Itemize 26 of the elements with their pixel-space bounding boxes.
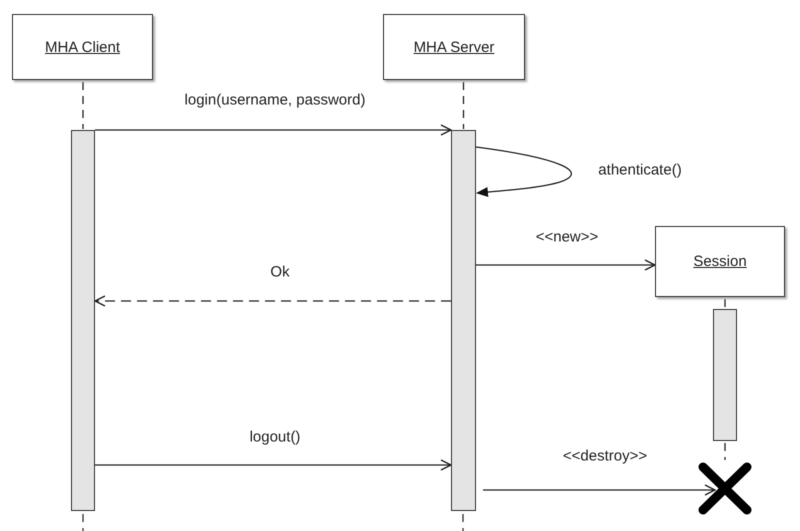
activation-bar: [451, 130, 476, 511]
lifeline-header-box: [383, 14, 525, 80]
lifeline: [724, 299, 726, 308]
lifeline: [82, 82, 84, 129]
lifeline: [462, 82, 464, 129]
message-label: Ok: [270, 264, 290, 280]
message-label: <<new>>: [536, 228, 598, 246]
message-label: logout(): [250, 428, 300, 446]
message-arrow: [95, 124, 452, 136]
lifeline-header-box: [12, 14, 153, 80]
destroy-cross-icon: [697, 461, 753, 516]
message-label: login(username, password): [184, 92, 366, 108]
return-message-arrow: [94, 295, 451, 307]
message-arrow: [95, 459, 452, 471]
activation-bar: [71, 130, 95, 511]
lifeline: [724, 443, 726, 460]
lifeline-header-box: [655, 226, 785, 297]
message-arrow: [483, 484, 716, 496]
message-label: <<destroy>>: [562, 448, 648, 464]
activation-bar: [713, 309, 737, 441]
message-label: athenticate(): [598, 162, 682, 178]
self-message-arrow: [476, 146, 572, 197]
lifeline-name: Session: [693, 253, 747, 270]
message-arrow: [476, 259, 656, 271]
lifeline-name: MHA Client: [44, 38, 120, 56]
lifeline-name: MHA Server: [414, 38, 494, 56]
